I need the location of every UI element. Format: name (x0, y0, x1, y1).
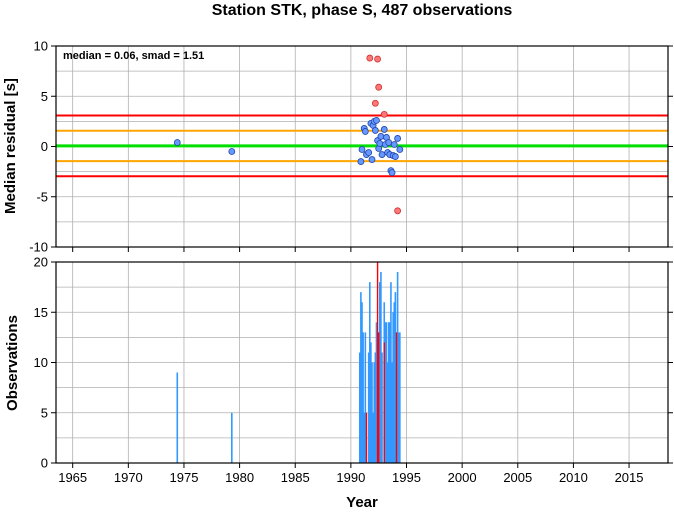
residual-point-normal (358, 146, 366, 153)
residual-point-outlier (366, 54, 374, 62)
observations-plot-panel: 0 5 10 15 20 1965 1970 1975 1980 1985 1990 1995 2000… (34, 255, 673, 485)
residual-point-normal (357, 158, 365, 165)
chart-title: Station STK, phase S, 487 observations (212, 2, 513, 19)
residual-point-normal (368, 156, 376, 163)
residual-plot-panel: -10 -5 0 5 10 median = 0.06, smad = 1.51 (29, 39, 673, 255)
residual-point-normal (380, 126, 388, 133)
residual-point-outlier (374, 55, 381, 63)
residual-point-outlier (380, 110, 388, 118)
x-tick-label: 2010 (559, 470, 588, 485)
y-tick-label: -5 (36, 189, 48, 204)
x-tick-label: 1965 (58, 470, 87, 485)
residual-point-outlier (375, 83, 383, 91)
y-tick-label: -10 (29, 240, 48, 255)
residual-point-normal (385, 139, 393, 146)
residual-point-normal (173, 139, 181, 146)
y-tick-label: 10 (34, 39, 48, 54)
residual-point-normal (228, 148, 236, 155)
x-axis-label: Year (346, 494, 378, 511)
residual-point-normal (371, 127, 379, 134)
y-tick-label: 10 (34, 355, 48, 370)
residual-point-normal (376, 140, 384, 147)
y-tick-label: 0 (41, 139, 48, 154)
residual-point-normal (377, 133, 385, 140)
residual-point-normal (361, 128, 369, 135)
top-y-axis-label: Median residual [s] (2, 78, 19, 214)
x-tick-label: 2015 (615, 470, 644, 485)
y-tick-label: 5 (41, 405, 48, 420)
y-tick-label: 5 (41, 89, 48, 104)
residual-point-outlier (394, 207, 402, 215)
x-tick-label: 2005 (503, 470, 532, 485)
residual-point-normal (388, 169, 396, 177)
x-tick-label: 1995 (392, 470, 421, 485)
x-tick-label: 1970 (114, 470, 143, 485)
x-tick-label: 1985 (281, 470, 310, 485)
y-tick-label: 0 (41, 456, 48, 471)
residual-point-normal (396, 146, 404, 153)
residual-point-normal (373, 116, 380, 124)
residual-point-normal (378, 151, 386, 158)
residual-point-normal (390, 141, 398, 148)
residual-point-outlier (371, 99, 379, 107)
x-tick-label: 1980 (225, 470, 254, 485)
x-tick-label: 1990 (336, 470, 365, 485)
y-tick-label: 15 (34, 305, 48, 320)
x-tick-label: 1975 (170, 470, 199, 485)
bottom-y-axis-label: Observations (4, 315, 21, 411)
residual-point-normal (365, 149, 373, 156)
residual-point-normal (394, 135, 402, 142)
x-tick-label: 2000 (448, 470, 477, 485)
residual-point-normal (391, 153, 399, 160)
y-tick-label: 20 (34, 255, 48, 270)
stats-annotation: median = 0.06, smad = 1.51 (63, 50, 204, 62)
